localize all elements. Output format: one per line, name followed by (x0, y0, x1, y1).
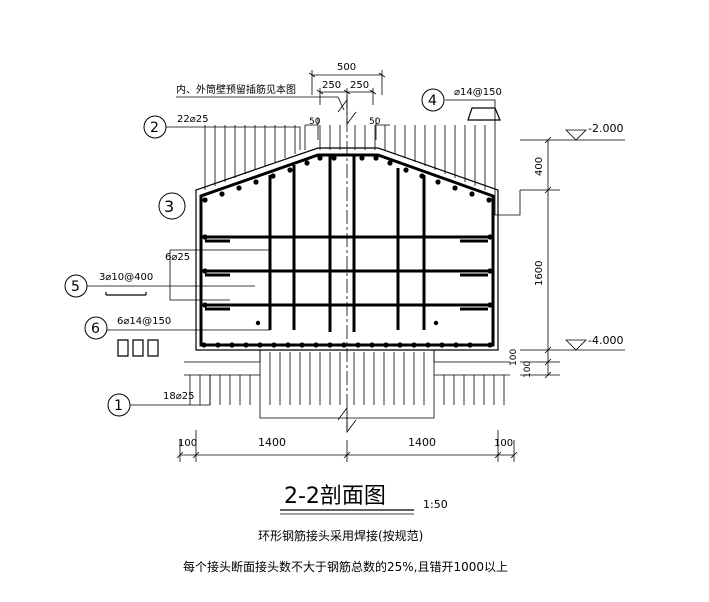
dim-500: 500 (337, 62, 356, 73)
svg-text:1: 1 (114, 398, 123, 414)
callout-6: 6 6⌀14@150 (84, 316, 171, 357)
dim-1400-left: 1400 (258, 436, 286, 449)
callout-4-text: ⌀14@150 (454, 87, 502, 98)
callout-6-text: 6⌀14@150 (117, 316, 171, 327)
note-1: 环形钢筋接头采用焊接(按规范) (258, 528, 423, 543)
callout-2: 2 22⌀25 (143, 114, 208, 139)
note-top: 内、外筒壁预留插筋见本图 (176, 83, 296, 96)
callout-2-text: 22⌀25 (177, 114, 208, 125)
horizontal-bars (201, 235, 493, 307)
title-main: 2-2剖面图 (284, 484, 386, 509)
callout-5-text: 3⌀10@400 (99, 272, 153, 283)
dim-1600: 1600 (534, 261, 545, 286)
bar-end-hooks (205, 239, 488, 311)
svg-text:6: 6 (91, 321, 100, 337)
top-hatching (204, 125, 486, 190)
svg-text:4: 4 (428, 93, 437, 109)
right-dimensions (520, 129, 625, 379)
bottom-dimensions (176, 430, 518, 462)
title-block: 2-2剖面图 1:50 环形钢筋接头采用焊接(按规范) 每个接头断面接头数不大于… (183, 484, 508, 574)
dim-100-b: 100 (523, 361, 533, 378)
svg-text:2: 2 (150, 120, 159, 136)
callout-4: 4 ⌀14@150 (421, 87, 502, 121)
dim-50-b: 50 (369, 117, 381, 127)
callout-3-text: 6⌀25 (165, 252, 190, 263)
structure-outline (195, 147, 499, 351)
svg-text:3: 3 (164, 197, 174, 216)
dim-100-a: 100 (509, 349, 519, 366)
dim-100-right: 100 (494, 438, 513, 449)
svg-text:5: 5 (71, 279, 80, 295)
elev-top: -2.000 (588, 122, 623, 135)
dim-400: 400 (534, 157, 545, 176)
leader-lines (83, 99, 521, 406)
footing (184, 350, 510, 419)
callout-3: 3 6⌀25 (158, 192, 190, 263)
vertical-bars (268, 155, 426, 332)
callout-1-text: 18⌀25 (163, 391, 194, 402)
callout-5: 5 3⌀10@400 (64, 272, 153, 298)
dim-250-b: 250 (350, 80, 369, 91)
title-scale: 1:50 (423, 498, 448, 511)
rebar-dots (201, 155, 493, 348)
top-dimensions (176, 70, 390, 140)
dim-100-left: 100 (178, 438, 197, 449)
dim-1400-right: 1400 (408, 436, 436, 449)
note-2: 每个接头断面接头数不大于钢筋总数的25%,且错开1000以上 (183, 559, 508, 574)
callout-1: 1 18⌀25 (107, 391, 194, 417)
dim-50-a: 50 (309, 117, 321, 127)
dim-250-a: 250 (322, 80, 341, 91)
elev-bottom: -4.000 (588, 334, 623, 347)
